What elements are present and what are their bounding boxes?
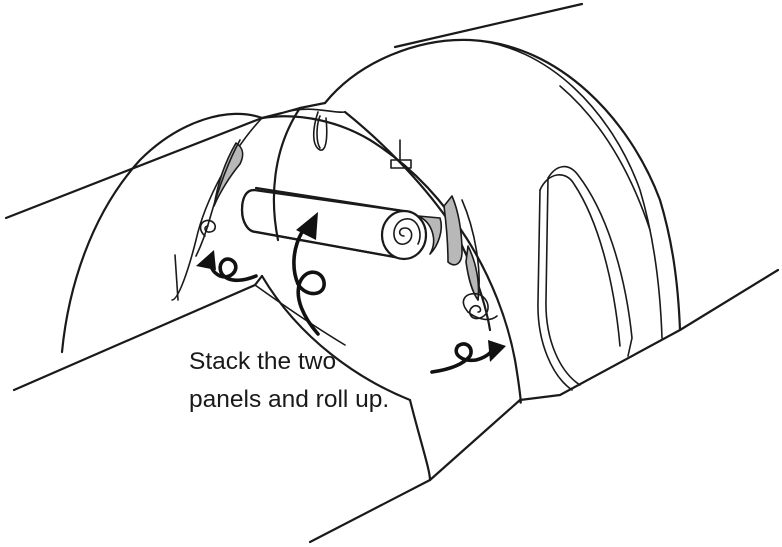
tent-base-lines xyxy=(4,2,780,544)
instruction-line-2: panels and roll up. xyxy=(189,386,390,413)
left-flap xyxy=(195,139,244,257)
left-roll-spiral xyxy=(199,219,217,237)
rolled-panel-icon xyxy=(240,186,428,261)
inner-front-arch xyxy=(254,274,432,482)
instruction-caption: Stack the two panels and roll up. xyxy=(189,343,449,419)
flap-around-roll xyxy=(417,215,443,255)
right-flap xyxy=(443,195,480,301)
right-roll-spiral xyxy=(462,292,498,321)
curl-arrow-right-icon xyxy=(430,340,506,374)
ceiling-hooks xyxy=(312,111,412,169)
instruction-line-1: Stack the two xyxy=(189,348,337,375)
rear-arch xyxy=(323,38,682,339)
door-frame xyxy=(537,165,633,391)
curl-arrow-left-icon xyxy=(196,250,258,283)
roll-arrow-icon xyxy=(292,212,326,336)
